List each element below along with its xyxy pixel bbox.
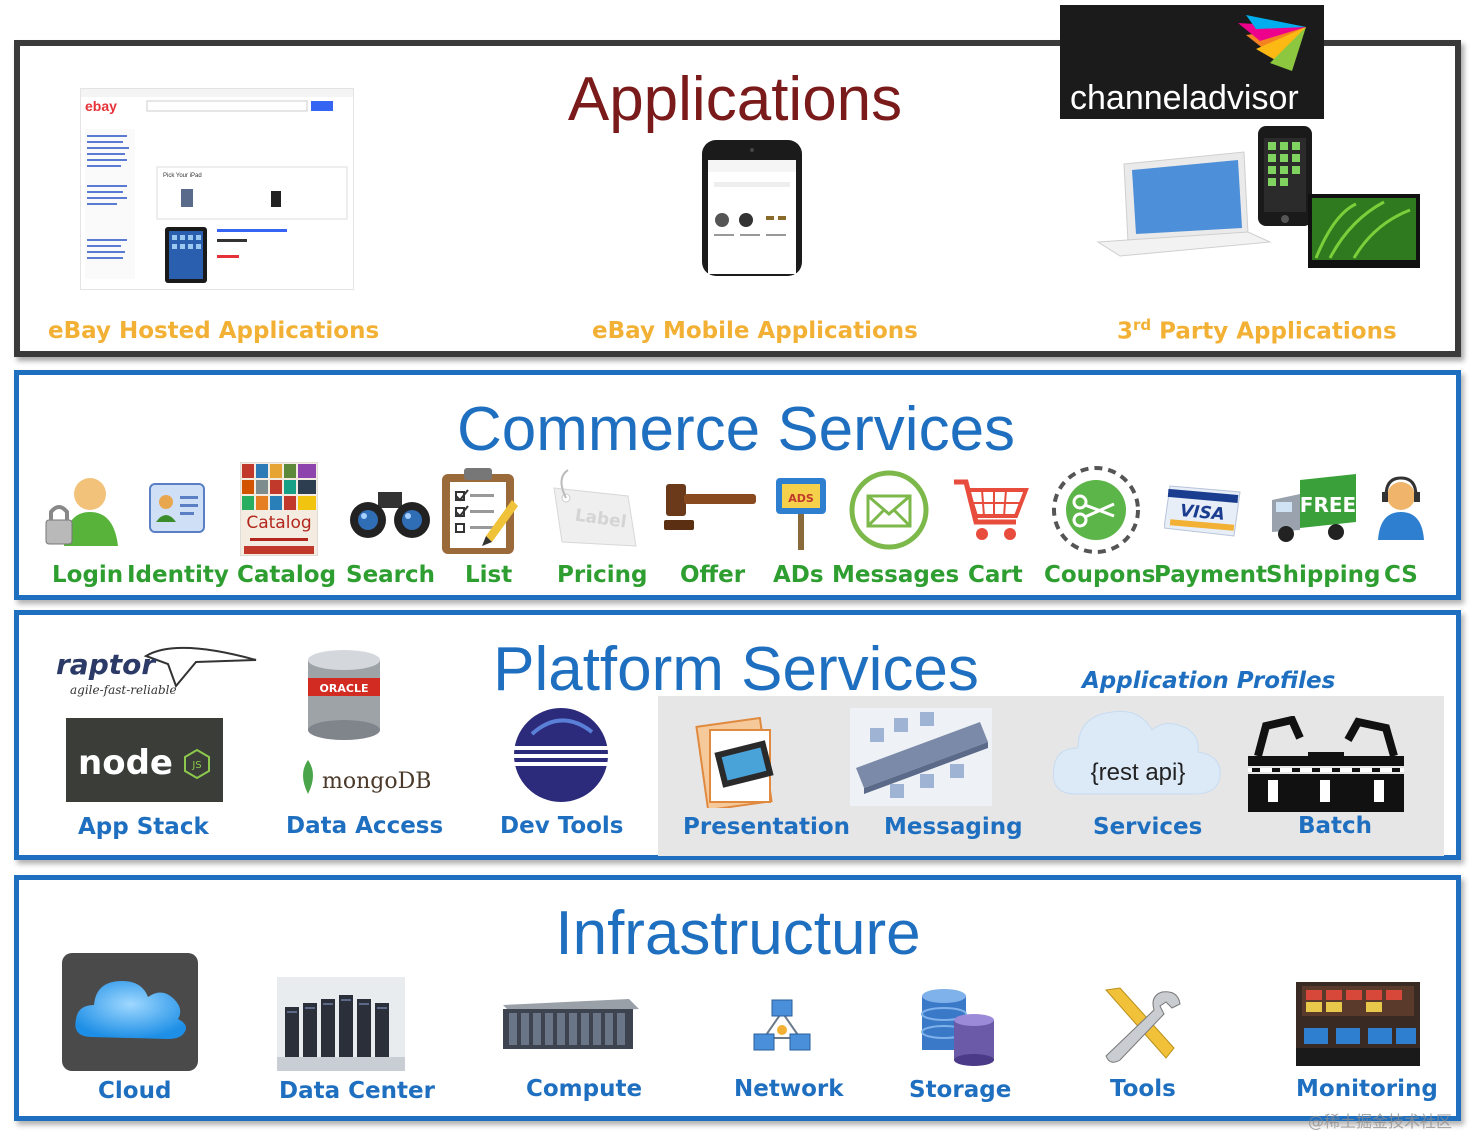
application-profiles-title: Application Profiles [1082, 668, 1336, 694]
coupon-scissors-icon [1050, 464, 1142, 556]
raptor-logo: raptor agile-fast-reliable [56, 634, 262, 700]
third-party-sup: rd [1133, 316, 1152, 334]
monitoring-room-icon [1296, 982, 1420, 1066]
ebay-pick-text: Pick Your iPad [163, 173, 202, 179]
robot-arms-batch-icon [1248, 715, 1404, 812]
commerce-label-login: Login [52, 562, 124, 588]
raptor-tagline: agile-fast-reliable [70, 683, 177, 697]
nodejs-logo: node JS [66, 718, 223, 802]
commerce-label-identity: Identity [127, 562, 229, 588]
nodejs-text: node [78, 743, 173, 783]
database-stack-icon [918, 986, 998, 1066]
catalog-book-text: Catalog [246, 513, 311, 533]
channeladvisor-logo: channeladvisor [1060, 5, 1324, 119]
devices-icon [1094, 124, 1424, 274]
free-truck-icon: FREE [1270, 474, 1358, 544]
raptor-text: raptor [56, 648, 157, 681]
headset-agent-icon [1374, 476, 1428, 542]
smartphone-icon [700, 138, 804, 278]
ebay-logo: ebay [85, 98, 117, 114]
commerce-services-title: Commerce Services [456, 395, 1016, 464]
infra-label-storage: Storage [909, 1077, 1012, 1103]
commerce-label-shipping: Shipping [1266, 562, 1381, 588]
catalog-book-icon: Catalog [239, 461, 319, 557]
cloud-icon [62, 953, 198, 1071]
price-label-icon: Label [548, 468, 640, 552]
oracle-text: ORACLE [320, 682, 369, 695]
mongodb-text: mongoDB [322, 769, 431, 794]
commerce-label-catalog: Catalog [237, 562, 337, 588]
id-card-icon [146, 478, 208, 538]
visa-card-text: VISA [1179, 501, 1225, 525]
infrastructure-layer [14, 875, 1461, 1121]
ads-sign-text: ADS [788, 492, 814, 505]
infra-label-monitoring: Monitoring [1296, 1076, 1438, 1102]
channeladvisor-text: channeladvisor [1070, 79, 1299, 117]
commerce-label-pricing: Pricing [557, 562, 648, 588]
envelope-icon [848, 470, 930, 550]
platform-label-batch: Batch [1298, 813, 1373, 839]
ebay-webpage-screenshot: ebay Pick Your iPad [80, 88, 354, 290]
infrastructure-title: Infrastructure [555, 899, 921, 968]
user-lock-icon [42, 474, 122, 550]
applications-title: Applications [567, 65, 903, 134]
platform-services-title: Platform Services [493, 635, 979, 704]
third-party-label: 3rd Party Applications [1117, 316, 1397, 345]
watermark-text: @稀土掘金技术社区 [1308, 1112, 1453, 1131]
commerce-label-cart: Cart [968, 562, 1023, 588]
infra-label-cloud: Cloud [98, 1078, 172, 1104]
oracle-database-icon: ORACLE [304, 646, 384, 742]
platform-label-data-access: Data Access [286, 813, 444, 839]
platform-label-app-stack: App Stack [78, 814, 209, 840]
infra-label-data-center: Data Center [279, 1078, 435, 1104]
platform-label-messaging: Messaging [884, 814, 1023, 840]
binoculars-icon [348, 484, 432, 542]
commerce-label-offer: Offer [680, 562, 746, 588]
blade-server-icon [499, 995, 643, 1053]
commerce-label-list: List [465, 562, 513, 588]
free-truck-text: FREE [1300, 493, 1356, 517]
commerce-label-messages: Messages [832, 562, 960, 588]
infra-label-tools: Tools [1110, 1076, 1176, 1102]
mongodb-logo: mongoDB [296, 756, 446, 798]
commerce-label-search: Search [346, 562, 436, 588]
rest-api-text: {rest api} [1091, 759, 1186, 786]
infra-label-compute: Compute [526, 1076, 643, 1102]
gavel-icon [664, 480, 758, 532]
commerce-label-ads: ADs [773, 562, 824, 588]
commerce-label-coupons: Coupons [1044, 562, 1156, 588]
nodejs-js-text: JS [191, 760, 201, 771]
shopping-cart-icon [950, 476, 1030, 546]
rest-api-cloud-icon: {rest api} [1048, 702, 1224, 802]
third-party-prefix: 3 [1117, 318, 1134, 345]
infra-label-network: Network [734, 1076, 844, 1102]
ebay-mobile-label: eBay Mobile Applications [592, 318, 918, 344]
third-party-suffix: Party Applications [1151, 318, 1397, 345]
platform-label-dev-tools: Dev Tools [500, 813, 624, 839]
network-nodes-icon [752, 996, 812, 1056]
server-racks-icon [277, 977, 405, 1071]
ebay-hosted-label: eBay Hosted Applications [48, 318, 380, 344]
wrench-screwdriver-icon [1100, 984, 1184, 1068]
clipboard-checklist-icon [440, 466, 520, 556]
platform-label-services: Services [1093, 814, 1203, 840]
commerce-label-payment: Payment [1154, 562, 1267, 588]
presentation-media-icon [694, 712, 780, 812]
platform-label-presentation: Presentation [683, 814, 851, 840]
eclipse-icon [512, 706, 610, 804]
visa-card-icon: VISA [1163, 482, 1242, 538]
commerce-label-cs: CS [1384, 562, 1418, 588]
ads-sign-icon: ADS [774, 476, 828, 550]
message-bus-icon [850, 708, 992, 806]
